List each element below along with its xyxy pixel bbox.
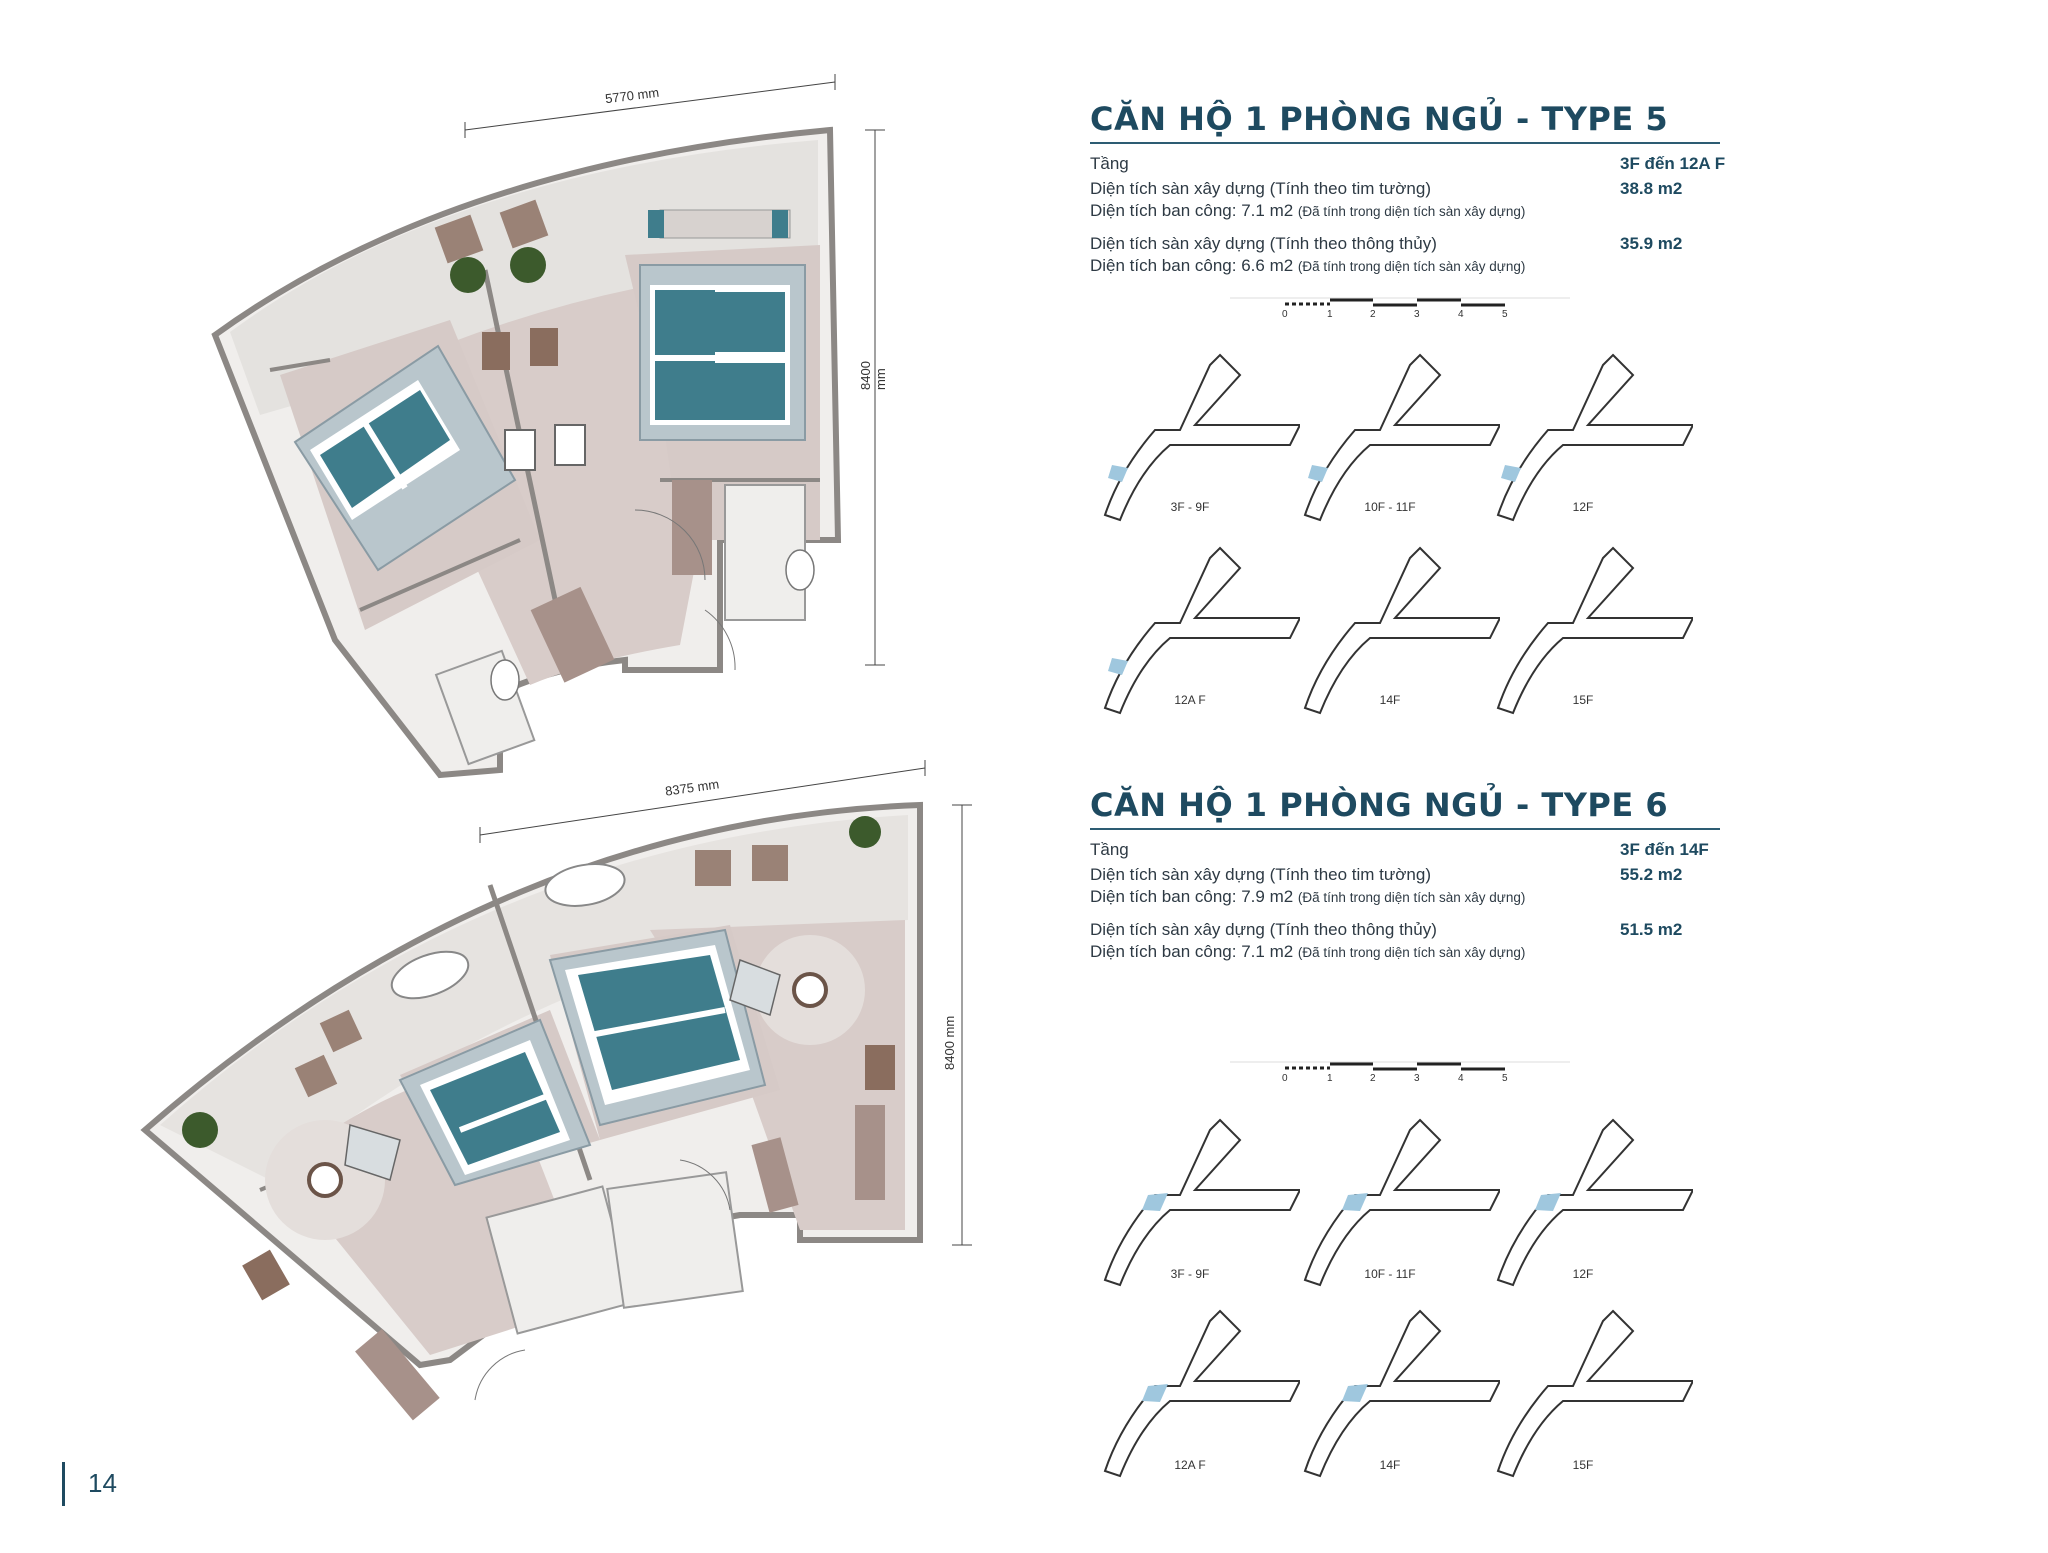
type5-scale-tick-5: 5 bbox=[1502, 309, 1508, 320]
type6-key-plan-label-6: 15F bbox=[1572, 1458, 1594, 1472]
type6-scale-tick-4: 4 bbox=[1458, 1073, 1464, 1084]
type6-floor-value: 3F đến 14F bbox=[1620, 840, 1709, 859]
type5-floor-value: 3F đến 12A F bbox=[1620, 154, 1726, 173]
type5-scale-bar: 0 1 2 3 4 5 bbox=[1230, 296, 1570, 326]
type5-gross-balcony-text: Diện tích ban công: 7.1 m2 bbox=[1090, 201, 1294, 220]
type6-scale-tick-3: 3 bbox=[1414, 1073, 1420, 1084]
type5-title-rule bbox=[1090, 142, 1720, 144]
type6-gross-value: 55.2 m2 bbox=[1620, 865, 1683, 884]
type5-scale-tick-0: 0 bbox=[1282, 309, 1288, 320]
type5-key-plan-label-2: 10F - 11F bbox=[1364, 500, 1416, 514]
type6-title: CĂN HỘ 1 PHÒNG NGỦ - TYPE 6 bbox=[1090, 786, 1669, 824]
type6-key-plan-6: 15F bbox=[1493, 1306, 1695, 1486]
type6-key-plan-label-2: 10F - 11F bbox=[1364, 1267, 1416, 1281]
type5-net-balcony: Diện tích ban công: 6.6 m2 (Đã tính tron… bbox=[1090, 256, 1525, 276]
type6-spec-table: Tầng 3F đến 14F Diện tích sàn xây dựng (… bbox=[1090, 840, 1770, 980]
type5-scale-tick-2: 2 bbox=[1370, 309, 1376, 320]
type5-spec-section: CĂN HỘ 1 PHÒNG NGỦ - TYPE 5 Tầng 3F đến … bbox=[1090, 100, 1770, 294]
type6-title-rule bbox=[1090, 828, 1720, 830]
page-number-bar bbox=[62, 1462, 65, 1506]
type5-scale-tick-4: 4 bbox=[1458, 309, 1464, 320]
type6-spec-section: CĂN HỘ 1 PHÒNG NGỦ - TYPE 6 Tầng 3F đến … bbox=[1090, 786, 1770, 980]
type6-net-balcony-text: Diện tích ban công: 7.1 m2 bbox=[1090, 942, 1294, 961]
type6-gross-balcony-text: Diện tích ban công: 7.9 m2 bbox=[1090, 887, 1294, 906]
type5-key-plan-2: 10F - 11F bbox=[1300, 350, 1502, 530]
type5-key-plan-label-3: 12F bbox=[1572, 500, 1594, 514]
type5-scale-tick-3: 3 bbox=[1414, 309, 1420, 320]
type6-key-plan-3: 12F bbox=[1493, 1115, 1695, 1295]
type5-key-plan-6: 15F bbox=[1493, 543, 1695, 723]
type5-gross-label: Diện tích sàn xây dựng (Tính theo tim tư… bbox=[1090, 179, 1432, 198]
type5-key-plan-1: 3F - 9F bbox=[1100, 350, 1302, 530]
type5-floor-label: Tầng bbox=[1090, 154, 1129, 173]
type5-gross-balcony: Diện tích ban công: 7.1 m2 (Đã tính tron… bbox=[1090, 201, 1525, 221]
type6-scale-tick-0: 0 bbox=[1282, 1073, 1288, 1084]
type5-gross-balcony-note: (Đã tính trong diện tích sàn xây dựng) bbox=[1297, 204, 1526, 219]
type6-key-plan-4: 12A F bbox=[1100, 1306, 1302, 1486]
type6-key-plan-label-4: 12A F bbox=[1174, 1458, 1206, 1472]
type5-spec-table: Tầng 3F đến 12A F Diện tích sàn xây dựng… bbox=[1090, 154, 1770, 294]
type5-title: CĂN HỘ 1 PHÒNG NGỦ - TYPE 5 bbox=[1090, 100, 1669, 138]
type5-gross-value: 38.8 m2 bbox=[1620, 179, 1683, 198]
type6-gross-balcony-note: (Đã tính trong diện tích sàn xây dựng) bbox=[1297, 890, 1526, 905]
type6-floor-label: Tầng bbox=[1090, 840, 1129, 859]
type5-key-plan-label-4: 12A F bbox=[1174, 693, 1206, 707]
type6-scale-bar: 0 1 2 3 4 5 bbox=[1230, 1060, 1570, 1090]
type5-net-balcony-note: (Đã tính trong diện tích sàn xây dựng) bbox=[1297, 259, 1526, 274]
type5-height-dimension: 8400 mm bbox=[858, 361, 888, 390]
type6-net-balcony: Diện tích ban công: 7.1 m2 (Đã tính tron… bbox=[1090, 942, 1525, 962]
type6-net-value: 51.5 m2 bbox=[1620, 920, 1683, 939]
type6-key-plan-2: 10F - 11F bbox=[1300, 1115, 1502, 1295]
type6-net-label: Diện tích sàn xây dựng (Tính theo thông … bbox=[1090, 920, 1437, 939]
type6-gross-label: Diện tích sàn xây dựng (Tính theo tim tư… bbox=[1090, 865, 1432, 884]
type6-scale-tick-2: 2 bbox=[1370, 1073, 1376, 1084]
page-number: 14 bbox=[88, 1468, 117, 1498]
type6-height-dimension: 8400 mm bbox=[942, 1015, 957, 1070]
type6-key-plan-1: 3F - 9F bbox=[1100, 1115, 1302, 1295]
type5-net-value: 35.9 m2 bbox=[1620, 234, 1683, 253]
type5-key-plan-label-6: 15F bbox=[1572, 693, 1594, 707]
type5-net-balcony-text: Diện tích ban công: 6.6 m2 bbox=[1090, 256, 1294, 275]
type5-key-plan-5: 14F bbox=[1300, 543, 1502, 723]
type5-scale-tick-1: 1 bbox=[1327, 309, 1333, 320]
type6-scale-tick-1: 1 bbox=[1327, 1073, 1333, 1084]
type6-floor-plan: 8375 mm 8400 mm bbox=[120, 760, 1000, 1460]
type5-floor-plan: 5770 mm 8400 mm bbox=[120, 70, 900, 790]
type6-net-balcony-note: (Đã tính trong diện tích sàn xây dựng) bbox=[1297, 945, 1526, 960]
type6-gross-balcony: Diện tích ban công: 7.9 m2 (Đã tính tron… bbox=[1090, 887, 1525, 907]
type6-key-plan-label-1: 3F - 9F bbox=[1170, 1267, 1210, 1281]
type5-key-plan-label-5: 14F bbox=[1379, 693, 1401, 707]
type5-key-plan-3: 12F bbox=[1493, 350, 1695, 530]
type6-scale-tick-5: 5 bbox=[1502, 1073, 1508, 1084]
type5-key-plan-4: 12A F bbox=[1100, 543, 1302, 723]
type6-key-plan-5: 14F bbox=[1300, 1306, 1502, 1486]
type5-net-label: Diện tích sàn xây dựng (Tính theo thông … bbox=[1090, 234, 1437, 253]
type5-key-plan-label-1: 3F - 9F bbox=[1170, 500, 1210, 514]
type6-key-plan-label-5: 14F bbox=[1379, 1458, 1401, 1472]
type6-key-plan-label-3: 12F bbox=[1572, 1267, 1594, 1281]
